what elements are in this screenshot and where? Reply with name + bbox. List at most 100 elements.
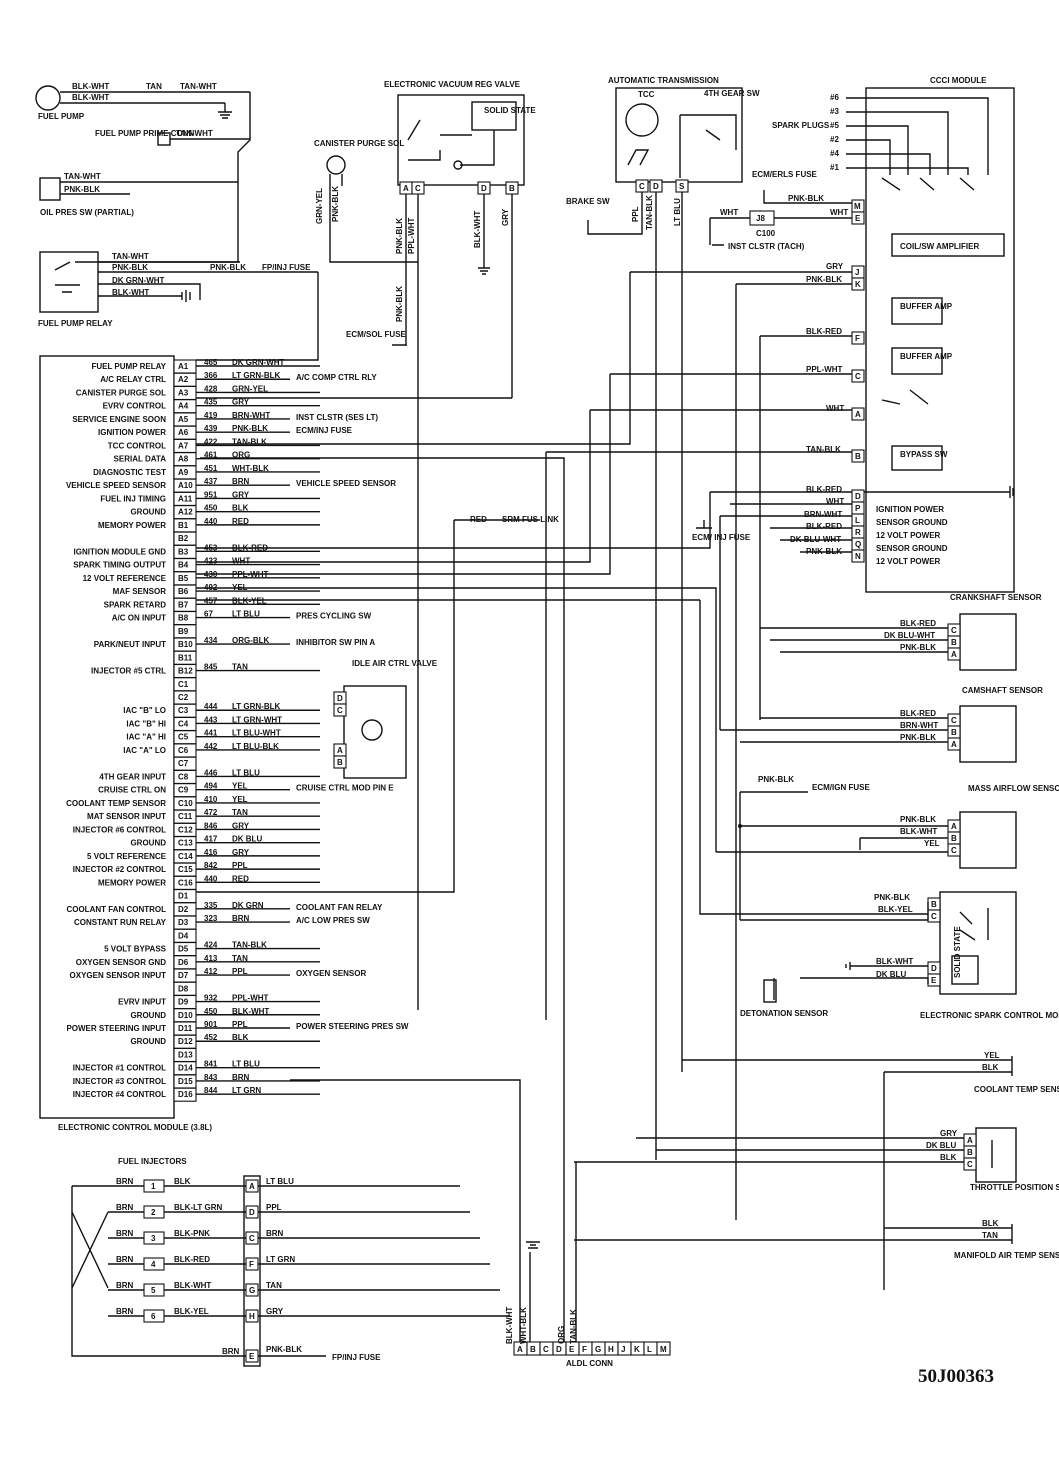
svg-text:BRN-WHT: BRN-WHT <box>804 510 842 519</box>
ecm-row-label: MAF SENSOR <box>113 587 167 596</box>
ecm-pin-label: B5 <box>178 574 189 583</box>
svg-text:E: E <box>249 1352 255 1361</box>
ecm-circuit: 416 <box>204 848 218 857</box>
crank-pins: C B A <box>947 623 961 661</box>
ecm-wire-color: BLK-YEL <box>232 596 267 605</box>
svg-text:LT BLU: LT BLU <box>673 198 682 226</box>
svg-text:SENSOR GROUND: SENSOR GROUND <box>876 544 948 553</box>
svg-text:ELECTRONIC VACUUM REG VALVE: ELECTRONIC VACUUM REG VALVE <box>384 80 521 89</box>
ecm-wire-color: LT BLU <box>232 768 260 777</box>
svg-text:BRN-WHT: BRN-WHT <box>900 721 938 730</box>
maf-pins: A B C <box>947 819 961 857</box>
svg-text:C: C <box>951 626 957 635</box>
ecm-row-label: OXYGEN SENSOR GND <box>76 958 166 967</box>
svg-text:GRY: GRY <box>501 208 510 226</box>
svg-text:J8: J8 <box>756 214 765 223</box>
svg-text:#1: #1 <box>830 163 839 172</box>
ecm-circuit: 446 <box>204 768 218 777</box>
svg-text:4TH GEAR SW: 4TH GEAR SW <box>704 89 760 98</box>
svg-text:WHT: WHT <box>830 208 848 217</box>
aldl-pin-label: B <box>530 1345 536 1354</box>
injector-right-wire: BLK-WHT <box>174 1281 211 1290</box>
svg-text:B: B <box>509 184 515 193</box>
ecm-row-label: VEHICLE SPEED SENSOR <box>66 481 166 490</box>
injector-pin-label: A <box>249 1182 255 1191</box>
ecm-wire-color: PPL-WHT <box>232 994 269 1003</box>
ecm-circuit: 410 <box>204 795 218 804</box>
ecm-circuit: 951 <box>204 490 218 499</box>
trans-pins: C D S <box>635 179 689 193</box>
svg-text:BLK-WHT: BLK-WHT <box>473 211 482 248</box>
ecm-circuit: 439 <box>204 424 218 433</box>
ecm-row-label: 12 VOLT REFERENCE <box>83 574 167 583</box>
ecm-circuit: 441 <box>204 729 218 738</box>
svg-text:Q: Q <box>855 540 861 549</box>
mat-sensor: BLK TAN MANIFOLD AIR TEMP SENSOR <box>574 1219 1059 1260</box>
spark-plug-labels: #6 #3 #5 #2 #4 #1 <box>830 93 839 172</box>
ecm-wire-color: DK GRN <box>232 901 264 910</box>
fp-inj-fuse-label: FP/INJ FUSE <box>262 263 311 272</box>
ecm-pin-label: C9 <box>178 786 189 795</box>
diagram-code: 50J00363 <box>918 1366 994 1387</box>
svg-text:B: B <box>931 900 937 909</box>
ecm-row-label: CANISTER PURGE SOL <box>76 388 166 397</box>
aldl-pin-label: D <box>556 1345 562 1354</box>
ecm-wire-color: GRY <box>232 398 250 407</box>
ecm-pin-label: A7 <box>178 441 189 450</box>
svg-text:DK BLU-WHT: DK BLU-WHT <box>884 631 935 640</box>
ecm-pin-label: C10 <box>178 799 193 808</box>
ecm-destination: CRUISE CTRL MOD PIN E <box>296 784 394 793</box>
svg-text:COIL/SW AMPLIFIER: COIL/SW AMPLIFIER <box>900 242 979 251</box>
ecm-circuit: 465 <box>204 358 218 367</box>
svg-text:BUFFER AMP: BUFFER AMP <box>900 352 953 361</box>
svg-text:GRY: GRY <box>826 262 844 271</box>
ecm-wire-color: LT GRN-BLK <box>232 702 281 711</box>
ecm-row: B11 <box>173 650 197 665</box>
ecm-row-label: INJECTOR #5 CTRL <box>91 667 166 676</box>
ecm-row-label: 5 VOLT BYPASS <box>104 945 167 954</box>
ecm-wire-color: GRY <box>232 821 250 830</box>
svg-text:A: A <box>951 650 957 659</box>
ecm-row: C7 <box>173 756 197 771</box>
ecm-pin-label: A1 <box>178 362 189 371</box>
ecm-pin-label: B6 <box>178 587 189 596</box>
svg-text:BLK-RED: BLK-RED <box>806 485 842 494</box>
injector-pin-label: D <box>249 1208 255 1217</box>
svg-text:C: C <box>337 706 343 715</box>
injector-out-wire: PPL <box>266 1203 282 1212</box>
injector-number: 6 <box>151 1312 156 1321</box>
ecm-destination: PRES CYCLING SW <box>296 612 372 621</box>
injector-left-wire: BRN <box>116 1177 134 1186</box>
ecm-pin-label: C4 <box>178 719 189 728</box>
ecm-destination: COOLANT FAN RELAY <box>296 903 383 912</box>
ecm-row-label: MEMORY POWER <box>98 878 166 887</box>
injector-out-wire: LT BLU <box>266 1177 294 1186</box>
ecm-pin-label: D6 <box>178 958 189 967</box>
ecm-row-label: POWER STEERING INPUT <box>66 1024 166 1033</box>
ecm-wire-color: TAN <box>232 663 248 672</box>
aldl-pin-label: H <box>608 1345 614 1354</box>
svg-text:PNK-BLK: PNK-BLK <box>112 263 148 272</box>
ecm-row-label: MAT SENSOR INPUT <box>87 812 166 821</box>
ecm-pin-label: D14 <box>178 1064 193 1073</box>
svg-text:TAN-WHT: TAN-WHT <box>112 252 149 261</box>
svg-text:ALDL CONN: ALDL CONN <box>566 1359 613 1368</box>
svg-text:L: L <box>855 516 860 525</box>
aldl-pin-label: L <box>647 1345 652 1354</box>
ecm-circuit: 434 <box>204 636 218 645</box>
svg-text:K: K <box>855 280 861 289</box>
ecm-pin-label: D15 <box>178 1077 193 1086</box>
ecm-row: B9 <box>173 624 197 639</box>
